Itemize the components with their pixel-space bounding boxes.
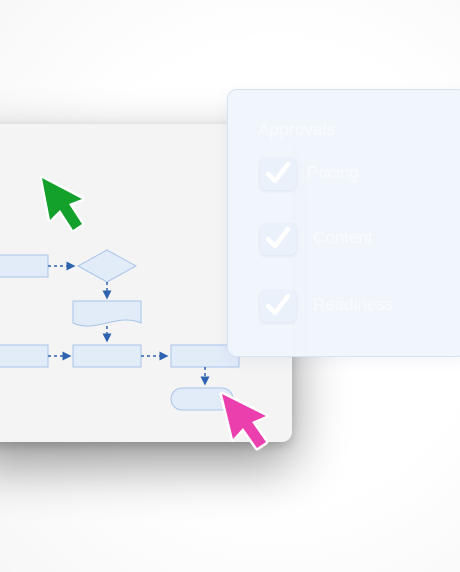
- check-icon: [265, 226, 291, 249]
- process-node-2[interactable]: [0, 344, 49, 368]
- decision-node[interactable]: [76, 249, 138, 283]
- document-node[interactable]: [72, 300, 142, 327]
- approval-label-content: Content: [313, 228, 373, 247]
- approval-label-pricing: Pricing: [307, 163, 359, 182]
- checkbox-readiness[interactable]: [260, 290, 296, 322]
- process-node-3[interactable]: [72, 344, 142, 368]
- process-node-1[interactable]: [0, 254, 49, 278]
- checkbox-content[interactable]: [260, 223, 296, 255]
- approval-label-readiness: Readiness: [313, 295, 394, 314]
- approvals-panel: Approvals Pricing Content: [227, 89, 460, 357]
- checkbox-pricing[interactable]: [260, 158, 296, 190]
- approval-item-readiness[interactable]: Readiness: [260, 290, 460, 326]
- pink-cursor-icon: [219, 391, 269, 451]
- check-icon: [265, 161, 291, 184]
- approval-item-content[interactable]: Content: [260, 223, 460, 259]
- approvals-title: Approvals: [258, 120, 336, 139]
- flowchart-diagram: [0, 249, 240, 411]
- approval-item-pricing[interactable]: Pricing: [260, 158, 460, 194]
- check-icon: [265, 293, 291, 316]
- green-cursor-icon: [39, 175, 85, 233]
